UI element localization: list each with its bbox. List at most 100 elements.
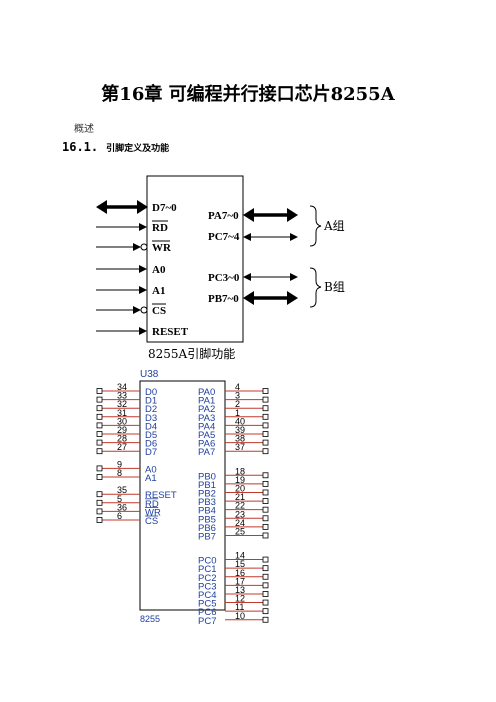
- signal-pc7-4: PC7~4: [208, 231, 240, 243]
- pin-terminal-pa7: [262, 448, 269, 455]
- pin-number: 18: [235, 466, 245, 476]
- pin-number: 40: [235, 416, 245, 426]
- pin-terminal-a0: [96, 465, 103, 472]
- signal-rd: RD: [152, 222, 168, 234]
- pin-name-pb2: PB2: [198, 488, 216, 499]
- pin-terminal-pc0: [262, 556, 269, 563]
- pin-number: 20: [235, 483, 245, 493]
- pin-terminal-a1: [96, 474, 103, 480]
- group-b-label: B组: [324, 280, 345, 294]
- pin-number: 6: [117, 511, 122, 521]
- pin-number: 21: [235, 492, 245, 502]
- signal-a0: A0: [152, 264, 166, 276]
- pin-terminal-d5: [96, 431, 103, 437]
- pin-name-reset: RESET: [145, 490, 177, 501]
- section-number: 16.1.: [62, 140, 99, 154]
- pin-name-pc6: PC6: [198, 607, 216, 618]
- pin-name-pa3: PA3: [198, 413, 215, 424]
- pin-terminal-d3: [96, 413, 103, 420]
- pin-name-d7: D7: [145, 447, 157, 458]
- pin-number: 25: [235, 526, 245, 536]
- page-title: 第16章 可编程并行接口芯片8255A: [101, 84, 395, 105]
- pin-name-d5: D5: [145, 430, 157, 441]
- pin-terminal-pc1: [262, 565, 269, 572]
- pin-number: 32: [117, 399, 127, 409]
- pin-name-pb1: PB1: [198, 480, 216, 491]
- pin-terminal-pa4: [262, 422, 269, 429]
- pin-number: 8: [117, 468, 122, 478]
- pin-name-pa0: PA0: [198, 387, 215, 398]
- signal-cs: CS: [152, 305, 166, 317]
- pin-number: 13: [235, 585, 245, 595]
- signal-d7-0: D7~0: [152, 202, 177, 214]
- pin-terminal-pb7: [262, 532, 269, 539]
- pin-name-pc3: PC3: [198, 581, 216, 592]
- pin-name-pc2: PC2: [198, 573, 216, 584]
- pin-name-pc4: PC4: [198, 590, 216, 601]
- pin-number: 1: [235, 408, 240, 418]
- pin-number: 10: [235, 611, 245, 621]
- pin-name-d0: D0: [145, 387, 157, 398]
- pin-terminal-wr: [96, 508, 103, 515]
- pin-terminal-cs: [96, 517, 103, 523]
- pin-number: 28: [117, 434, 127, 444]
- signal-a1: A1: [152, 285, 165, 297]
- pin-name-pb3: PB3: [198, 497, 216, 508]
- pin-name-pb7: PB7: [198, 531, 216, 542]
- pin-name-pa5: PA5: [198, 430, 215, 441]
- data-bus-arrow: [96, 200, 148, 214]
- pin-number: 19: [235, 475, 245, 485]
- pin-number: 36: [117, 502, 127, 512]
- section-title: 引脚定义及功能: [106, 144, 170, 154]
- pin-terminal-pa3: [262, 413, 269, 420]
- pin-terminal-pb4: [262, 506, 269, 513]
- cs-inversion-bubble: [140, 306, 148, 314]
- pin-number: 37: [235, 442, 245, 452]
- pin-name-pb6: PB6: [198, 523, 216, 534]
- pin-name-pc1: PC1: [198, 564, 216, 575]
- pin-terminal-d1: [96, 396, 103, 403]
- pin-terminal-pa6: [262, 439, 269, 446]
- pin-terminal-pb5: [262, 515, 269, 522]
- chip-block: [146, 175, 244, 343]
- pin-name-pa7: PA7: [198, 447, 215, 458]
- group-a-brace: [309, 205, 322, 247]
- pin-number: 31: [117, 408, 127, 418]
- pin-name-pa2: PA2: [198, 404, 215, 415]
- pin-number: 16: [235, 568, 245, 578]
- signal-wr: WR: [152, 242, 172, 254]
- pin-number: 29: [117, 425, 127, 435]
- diagram-caption: 8255A引脚功能: [148, 346, 235, 361]
- pin-number: 38: [235, 434, 245, 444]
- pin-number: 27: [117, 442, 127, 452]
- pin-number: 17: [235, 576, 245, 586]
- pc-upper-arrow: [243, 233, 298, 241]
- pin-name-pc0: PC0: [198, 556, 216, 567]
- pin-number: 22: [235, 501, 245, 511]
- pin-number: 2: [235, 399, 240, 409]
- pin-terminal-pa5: [262, 431, 269, 437]
- pin-terminal-pc2: [262, 573, 269, 580]
- pin-number: 9: [117, 459, 122, 469]
- pin-terminal-pc5: [262, 599, 269, 606]
- pin-terminal-pc6: [262, 608, 269, 615]
- pin-number: 15: [235, 559, 245, 569]
- pin-name-cs: CS: [145, 516, 158, 527]
- pin-terminal-d0: [96, 388, 103, 394]
- part-name: 8255: [140, 614, 160, 624]
- overview-label: 概述: [74, 124, 94, 135]
- chip-outline: [139, 380, 226, 611]
- pb-bus-arrow: [243, 291, 298, 305]
- pin-number: 34: [117, 382, 127, 392]
- pin-name-pa1: PA1: [198, 396, 215, 407]
- pin-name-d2: D2: [145, 404, 157, 415]
- pin-number: 30: [117, 416, 127, 426]
- pin-terminal-pa0: [262, 388, 269, 394]
- pin-terminal-d4: [96, 422, 103, 429]
- pin-number: 23: [235, 509, 245, 519]
- pin-name-pb5: PB5: [198, 514, 216, 525]
- pin-terminal-pc4: [262, 591, 269, 597]
- pin-name-pa6: PA6: [198, 439, 215, 450]
- pin-number: 11: [235, 602, 244, 612]
